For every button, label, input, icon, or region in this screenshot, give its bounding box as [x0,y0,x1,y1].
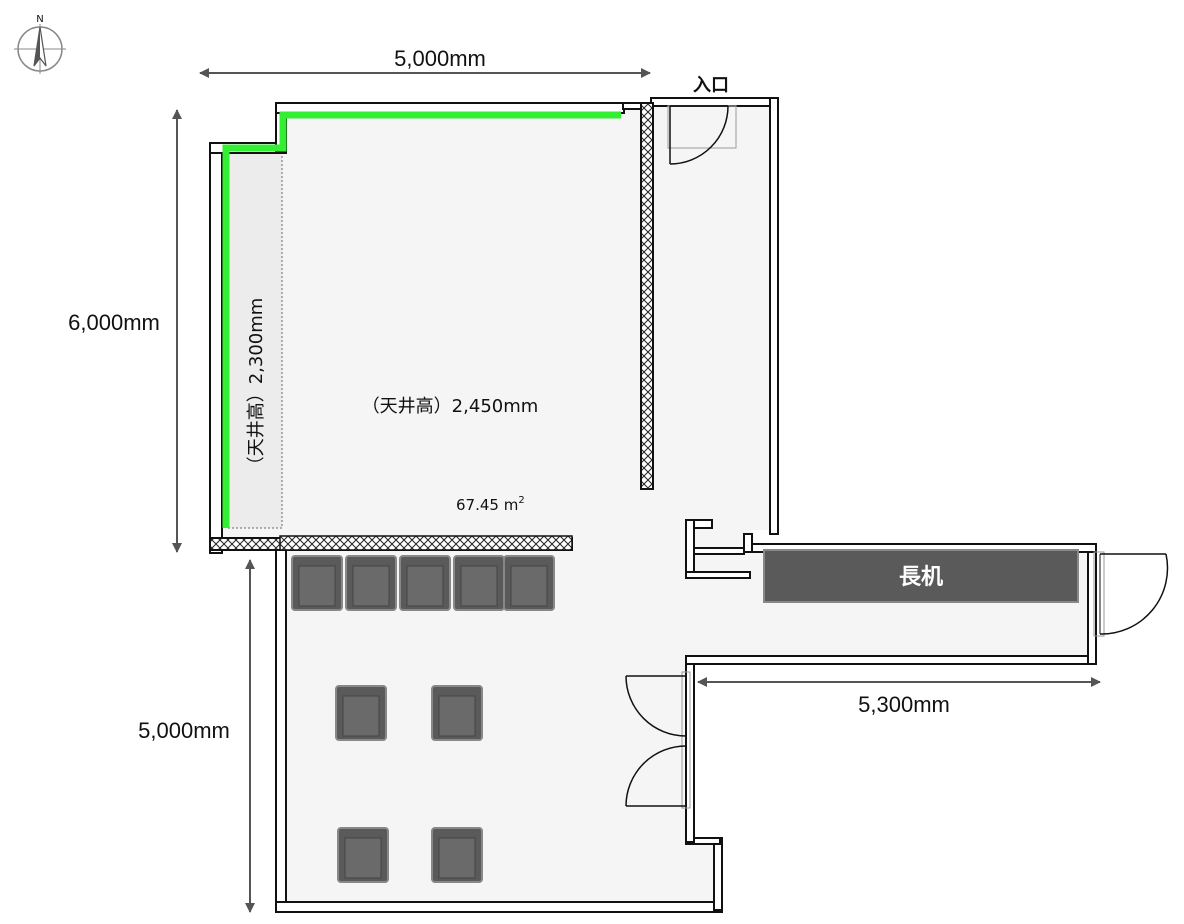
dim-corridor-width: 5,300mm [858,692,950,717]
floor-area-label: 67.45 m2 [456,495,525,514]
chair-icon [337,827,389,883]
dim-top-width: 5,000mm [394,46,486,71]
floor-area-value: 67.45 m [456,496,518,514]
long-desk-label: 長机 [899,565,943,590]
side-door-icon [1093,551,1169,637]
chair-icon [431,827,483,883]
ceiling-height-main: （天井高）2,450mm [362,396,539,417]
floor-area-superscript: 2 [518,495,524,506]
dim-left-height: 6,000mm [68,310,160,335]
chair-icon [335,685,387,741]
ceiling-height-side: （天井高）2,300mm [246,298,267,475]
dimension-arrows [172,68,1101,913]
dim-lower-height: 5,000mm [138,718,230,743]
chair-icon [291,555,343,611]
chair-icon [503,555,555,611]
chairs-group [291,555,555,883]
compass-icon: N [14,14,66,74]
chair-icon [431,685,483,741]
highlight-wall [222,111,621,528]
double-door-icon [625,671,691,809]
chair-icon [399,555,451,611]
chair-icon [453,555,505,611]
compass-north-label: N [36,14,43,25]
entrance-label: 入口 [693,75,729,96]
low-ceiling-zone [225,151,283,529]
chair-icon [345,555,397,611]
entrance-door-icon [667,105,737,165]
long-desk: 長机 [763,549,1079,603]
partition-walls [209,102,654,551]
